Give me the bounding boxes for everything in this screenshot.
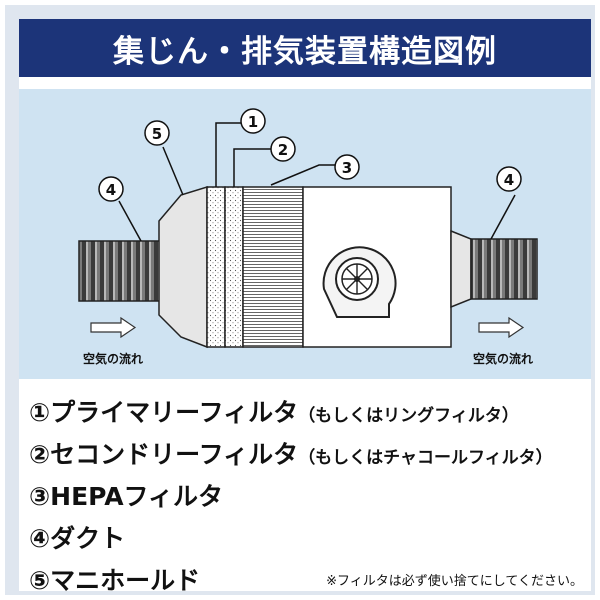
legend-name: マニホールド — [50, 566, 201, 595]
right-duct — [470, 238, 538, 300]
callout-label-2: 2 — [278, 141, 288, 159]
callout-circle-5 — [144, 120, 170, 146]
legend-name: プライマリーフィルタ — [50, 398, 299, 427]
legend-note: （もしくはチャコールフィルタ） — [298, 448, 553, 468]
callout-circle-4-left — [98, 176, 124, 202]
callout-circle-4-right — [496, 166, 522, 192]
structure-diagram: 1 2 3 4 4 5 空気の流れ 空気の流れ — [19, 89, 591, 379]
airflow-arrow-right — [478, 316, 525, 339]
legend-name: ダクト — [50, 524, 126, 553]
legend-number: ④ — [29, 524, 51, 553]
secondary-filter — [224, 186, 244, 348]
airflow-label-left: 空気の流れ — [83, 351, 143, 366]
callout-circle-3 — [334, 154, 360, 180]
callout-label-5: 5 — [152, 125, 162, 143]
callout-circle-1 — [240, 108, 266, 134]
leader-line-1 — [215, 122, 243, 187]
legend-number: ② — [29, 440, 51, 469]
callout-label-4-right: 4 — [504, 171, 514, 189]
callout-circle-2 — [270, 136, 296, 162]
airflow-label-right: 空気の流れ — [473, 351, 533, 366]
legend-item-secondary-filter: ②セコンドリーフィルタ（もしくはチャコールフィルタ） — [29, 435, 553, 471]
left-duct — [78, 240, 162, 302]
outer-frame: 集じん・排気装置構造図例 — [5, 5, 595, 595]
page-title: 集じん・排気装置構造図例 — [19, 19, 591, 77]
hepa-filter — [242, 186, 304, 348]
card: 集じん・排気装置構造図例 — [19, 19, 591, 595]
legend-note: （もしくはリングフィルタ） — [298, 406, 519, 426]
leader-line-4-left — [118, 200, 142, 242]
leader-line-4-right — [490, 194, 516, 240]
primary-filter — [206, 186, 226, 348]
legend-item-manifold: ⑤マニホールド — [29, 561, 200, 597]
outlet-transition — [450, 229, 472, 309]
blower-fan — [322, 246, 397, 318]
legend: ①プライマリーフィルタ（もしくはリングフィルタ） ②セコンドリーフィルタ（もしく… — [19, 379, 591, 595]
leader-line-3 — [270, 164, 335, 186]
leader-line-5 — [162, 146, 184, 196]
callout-label-3: 3 — [342, 159, 352, 177]
legend-item-hepa-filter: ③HEPAフィルタ — [29, 477, 223, 513]
legend-item-primary-filter: ①プライマリーフィルタ（もしくはリングフィルタ） — [29, 393, 519, 429]
callout-label-1: 1 — [248, 113, 258, 131]
legend-number: ① — [29, 398, 51, 427]
legend-number: ⑤ — [29, 566, 51, 595]
airflow-arrow-left — [90, 316, 137, 339]
legend-name: HEPAフィルタ — [50, 482, 224, 511]
legend-item-duct: ④ダクト — [29, 519, 125, 555]
leader-line-2 — [233, 148, 271, 187]
disposable-filter-note: ※フィルタは必ず使い捨てにしてください。 — [326, 574, 583, 589]
callout-label-4-left: 4 — [106, 181, 116, 199]
legend-name: セコンドリーフィルタ — [50, 440, 299, 469]
legend-number: ③ — [29, 482, 51, 511]
